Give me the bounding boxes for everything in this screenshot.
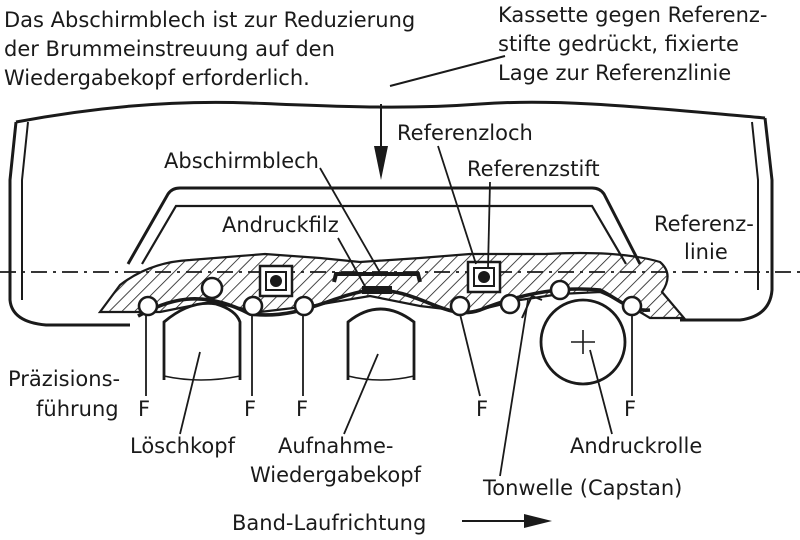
label-referenzlinie-1: Referenz- — [654, 212, 754, 236]
housing-top-edge — [15, 100, 766, 124]
leader-f-4 — [459, 313, 481, 397]
leader-loeschkopf — [179, 351, 201, 435]
label-referenzstift: Referenzstift — [467, 157, 600, 181]
capstan-bracket — [521, 294, 543, 319]
reference-hole-left — [258, 264, 294, 298]
label-abschirmblech: Abschirmblech — [164, 149, 319, 173]
label-praezisionsfuehrung-2: führung — [36, 397, 119, 421]
label-f-guide: F — [138, 397, 150, 421]
reference-hole-right — [466, 260, 502, 294]
reference-pin-left — [270, 275, 282, 287]
note-shield-line-3: Wiedergabekopf erforderlich. — [4, 66, 310, 90]
label-praezisionsfuehrung-1: Präzisions- — [8, 367, 120, 391]
note-cassette-line-2: stifte gedrückt, fixierte — [498, 32, 739, 56]
cassette-window-inner — [141, 204, 627, 265]
label-loeschkopf: Löschkopf — [130, 434, 236, 458]
direction-arrow-head — [524, 514, 552, 528]
leader-referenzloch — [437, 145, 477, 265]
leader-abschirmblech — [319, 167, 383, 277]
label-f-guide: F — [624, 397, 636, 421]
label-f-guide: F — [476, 397, 488, 421]
leader-lines — [145, 145, 633, 477]
pressure-arrow-head — [374, 146, 388, 180]
housing-right-inner — [751, 121, 759, 290]
leader-referenzstift — [487, 181, 491, 269]
note-cassette: Kassette gegen Referenz- stifte gedrückt… — [498, 3, 768, 85]
leader-tonwelle — [499, 299, 529, 477]
note-cassette-leader — [389, 55, 506, 87]
precision-guide — [499, 293, 521, 315]
label-f-guide: F — [296, 397, 308, 421]
magnetic-tape — [137, 287, 651, 318]
precision-guide — [449, 295, 471, 317]
label-aufnahme-2: Wiedergabekopf — [250, 463, 422, 487]
note-shield-line-2: der Brummeinstreuung auf den — [4, 37, 335, 61]
label-andruckfilz: Andruckfilz — [222, 213, 339, 237]
reference-pin-right — [478, 271, 490, 283]
pinch-roller — [539, 298, 627, 386]
housing-left-inner — [21, 121, 29, 300]
erase-head — [162, 302, 242, 381]
housing-left-wall — [8, 121, 130, 327]
note-cassette-line-3: Lage zur Referenzlinie — [498, 61, 731, 85]
label-andruckrolle: Andruckrolle — [570, 434, 702, 458]
shield-plate — [332, 272, 422, 283]
capstan-shaft — [549, 279, 571, 301]
precision-guide — [293, 295, 315, 317]
label-tonwelle: Tonwelle (Capstan) — [482, 476, 682, 500]
leader-andruckfilz — [337, 237, 367, 289]
note-cassette-line-1: Kassette gegen Referenz- — [498, 3, 768, 27]
label-aufnahme-1: Aufnahme- — [278, 434, 394, 458]
leader-aufnahme — [343, 353, 379, 435]
precision-guide — [137, 295, 159, 317]
note-shield-line-1: Das Abschirmblech ist zur Reduzierung — [4, 8, 415, 32]
tape-guide-roller — [200, 276, 224, 300]
precision-guide — [242, 295, 264, 317]
note-shield: Das Abschirmblech ist zur Reduzierung de… — [4, 8, 415, 90]
label-f-guide: F — [244, 397, 256, 421]
leader-andruckrolle — [589, 349, 613, 435]
precision-guide — [621, 295, 643, 317]
record-playback-head — [346, 307, 416, 381]
label-referenzloch: Referenzloch — [397, 121, 533, 145]
label-band-laufrichtung: Band-Laufrichtung — [232, 511, 426, 535]
cassette-window-outer — [126, 186, 642, 265]
label-referenzlinie-2: linie — [684, 240, 728, 264]
housing-right-wall — [680, 117, 774, 322]
